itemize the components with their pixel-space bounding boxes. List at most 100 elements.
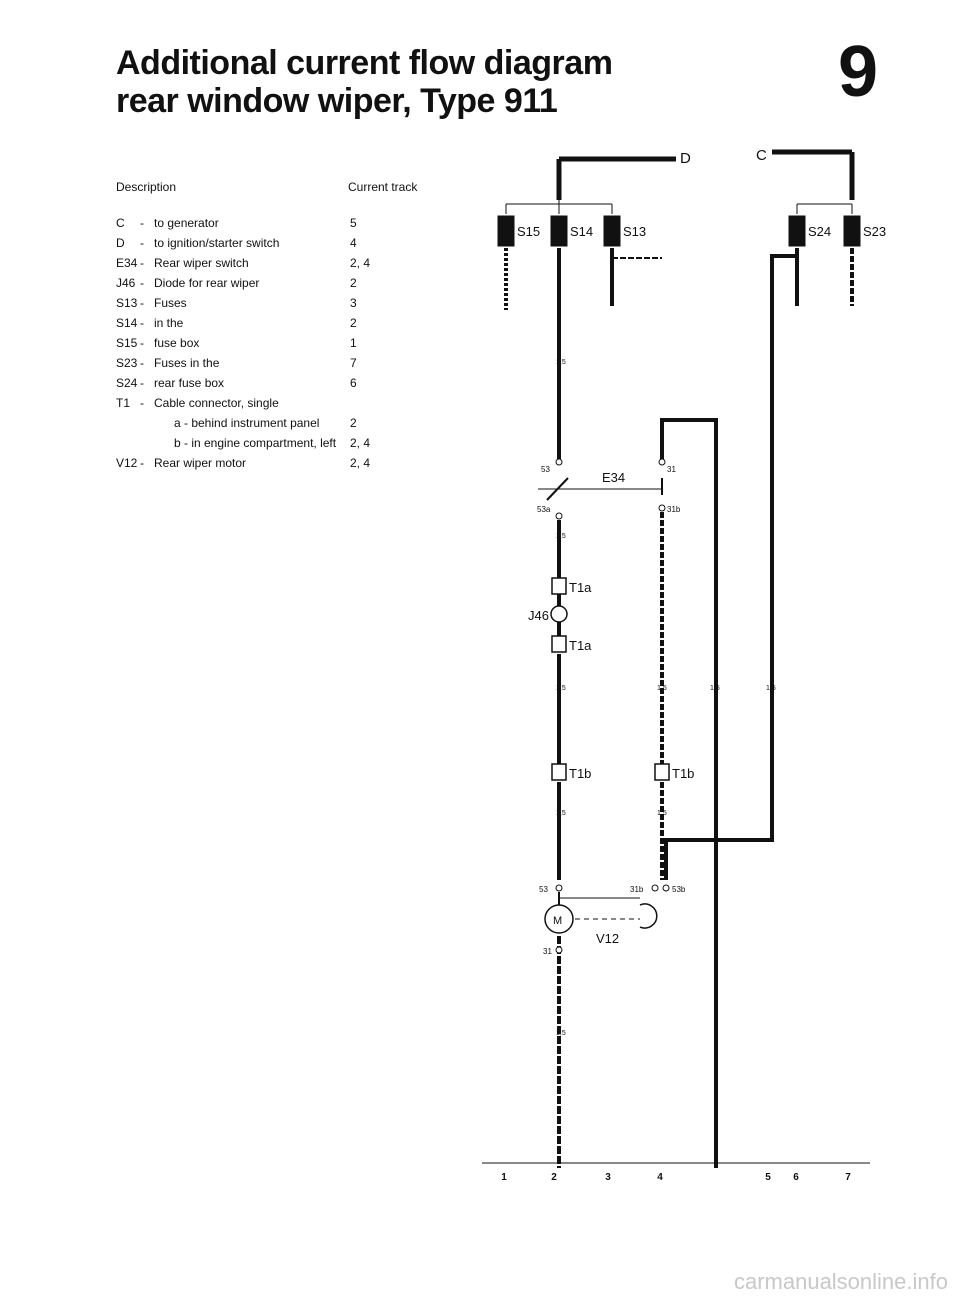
legend-code: V12 bbox=[116, 456, 138, 470]
legend-track: 3 bbox=[350, 296, 357, 310]
legend-description: b - in engine compartment, left bbox=[174, 436, 337, 450]
wire-s24-track-6 bbox=[664, 248, 799, 880]
legend-track: 6 bbox=[350, 376, 357, 390]
legend-dash: - bbox=[140, 396, 144, 410]
label-terminal-31b: 31b bbox=[667, 505, 681, 514]
label-m: M bbox=[553, 915, 562, 927]
label-wire-size: 1,5 bbox=[657, 685, 667, 692]
diode-j46 bbox=[550, 605, 568, 623]
label-s14: S14 bbox=[570, 224, 593, 239]
fuse-s24 bbox=[788, 215, 806, 247]
label-wire-size: 1,5 bbox=[766, 685, 776, 692]
label-wire-size: 1,5 bbox=[556, 533, 566, 540]
legend-code: S24 bbox=[116, 376, 138, 390]
label-wire-size: 1,5 bbox=[657, 810, 667, 817]
connector-t1b-left bbox=[551, 763, 567, 781]
track-number-5: 5 bbox=[765, 1172, 771, 1183]
legend-track: 4 bbox=[350, 236, 357, 250]
legend-description: Cable connector, single bbox=[154, 396, 279, 410]
label-j46: J46 bbox=[528, 608, 549, 623]
legend-code: S13 bbox=[116, 296, 138, 310]
connector-t1a-top bbox=[551, 577, 567, 595]
label-motor-53: 53 bbox=[539, 885, 548, 894]
legend-description: Rear wiper motor bbox=[154, 456, 247, 470]
label-d: D bbox=[680, 150, 691, 167]
page-title: Additional current flow diagram rear win… bbox=[116, 44, 613, 120]
fuse-s15 bbox=[497, 215, 515, 247]
legend-code: J46 bbox=[116, 276, 136, 290]
title-line-2: rear window wiper, Type 911 bbox=[116, 82, 558, 120]
track-number-6: 6 bbox=[793, 1172, 799, 1183]
legend-dash: - bbox=[140, 256, 144, 270]
fuse-s13 bbox=[603, 215, 621, 247]
label-e34: E34 bbox=[602, 470, 625, 485]
label-terminal-53: 53 bbox=[541, 465, 550, 474]
label-s15: S15 bbox=[517, 224, 540, 239]
label-motor-31b: 31b bbox=[630, 885, 644, 894]
legend-dash: - bbox=[140, 316, 144, 330]
legend-code: S23 bbox=[116, 356, 138, 370]
legend-dash: - bbox=[140, 216, 144, 230]
fuse-s14 bbox=[550, 215, 568, 247]
label-terminal-31: 31 bbox=[667, 465, 676, 474]
label-motor-53b: 53b bbox=[672, 885, 686, 894]
legend-dash: - bbox=[140, 276, 144, 290]
connector-t1b-right bbox=[654, 763, 670, 781]
label-wire-size: 1,5 bbox=[710, 685, 720, 692]
section-number: 9 bbox=[838, 32, 879, 112]
legend-dash: - bbox=[140, 336, 144, 350]
watermark: carmanualsonline.info bbox=[733, 1269, 948, 1294]
label-s13: S13 bbox=[623, 224, 646, 239]
track-number-1: 1 bbox=[501, 1172, 507, 1183]
legend-row: S24-rear fuse box 6 bbox=[116, 376, 436, 394]
legend-code: S15 bbox=[116, 336, 138, 350]
legend-code: T1 bbox=[116, 396, 131, 410]
legend-dash: - bbox=[140, 296, 144, 310]
legend-description: Rear wiper switch bbox=[154, 256, 249, 270]
legend-track: 2, 4 bbox=[350, 256, 371, 270]
motor-park-switch bbox=[639, 903, 658, 929]
legend-row: E34-Rear wiper switch 2, 4 bbox=[116, 256, 436, 274]
legend-code: C bbox=[116, 216, 125, 230]
legend-description: in the bbox=[154, 316, 184, 330]
label-t1a-top: T1a bbox=[569, 580, 592, 595]
switch-e34-lever bbox=[546, 477, 569, 501]
track-number-7: 7 bbox=[845, 1172, 851, 1183]
label-v12: V12 bbox=[596, 931, 619, 946]
legend-track: 2 bbox=[350, 316, 357, 330]
legend-code: E34 bbox=[116, 256, 138, 270]
legend-dash: - bbox=[140, 356, 144, 370]
label-c: C bbox=[756, 147, 767, 164]
legend-row: b - in engine compartment, left 2, 4 bbox=[116, 436, 436, 454]
legend-dash: - bbox=[140, 236, 144, 250]
legend-row: T1-Cable connector, single bbox=[116, 396, 436, 414]
legend-track: 2, 4 bbox=[350, 436, 371, 450]
label-t1b-right: T1b bbox=[672, 766, 694, 781]
legend-track-header: Current track bbox=[348, 180, 418, 194]
legend-description: to generator bbox=[154, 216, 219, 230]
legend-description: a - behind instrument panel bbox=[174, 416, 320, 430]
label-terminal-53a: 53a bbox=[537, 505, 551, 514]
legend-code: D bbox=[116, 236, 125, 250]
track-number-2: 2 bbox=[551, 1172, 557, 1183]
legend-dash: - bbox=[140, 456, 144, 470]
label-wire-size: 1,5 bbox=[556, 359, 566, 366]
legend-dash: - bbox=[140, 376, 144, 390]
connector-t1a-bottom bbox=[551, 635, 567, 653]
legend-description: fuse box bbox=[154, 336, 200, 350]
label-motor-31: 31 bbox=[543, 947, 552, 956]
legend-description: rear fuse box bbox=[154, 376, 225, 390]
label-wire-size: 1,5 bbox=[556, 810, 566, 817]
label-wire-size: 1,5 bbox=[556, 685, 566, 692]
legend-description: Diode for rear wiper bbox=[154, 276, 260, 290]
label-s23: S23 bbox=[863, 224, 886, 239]
